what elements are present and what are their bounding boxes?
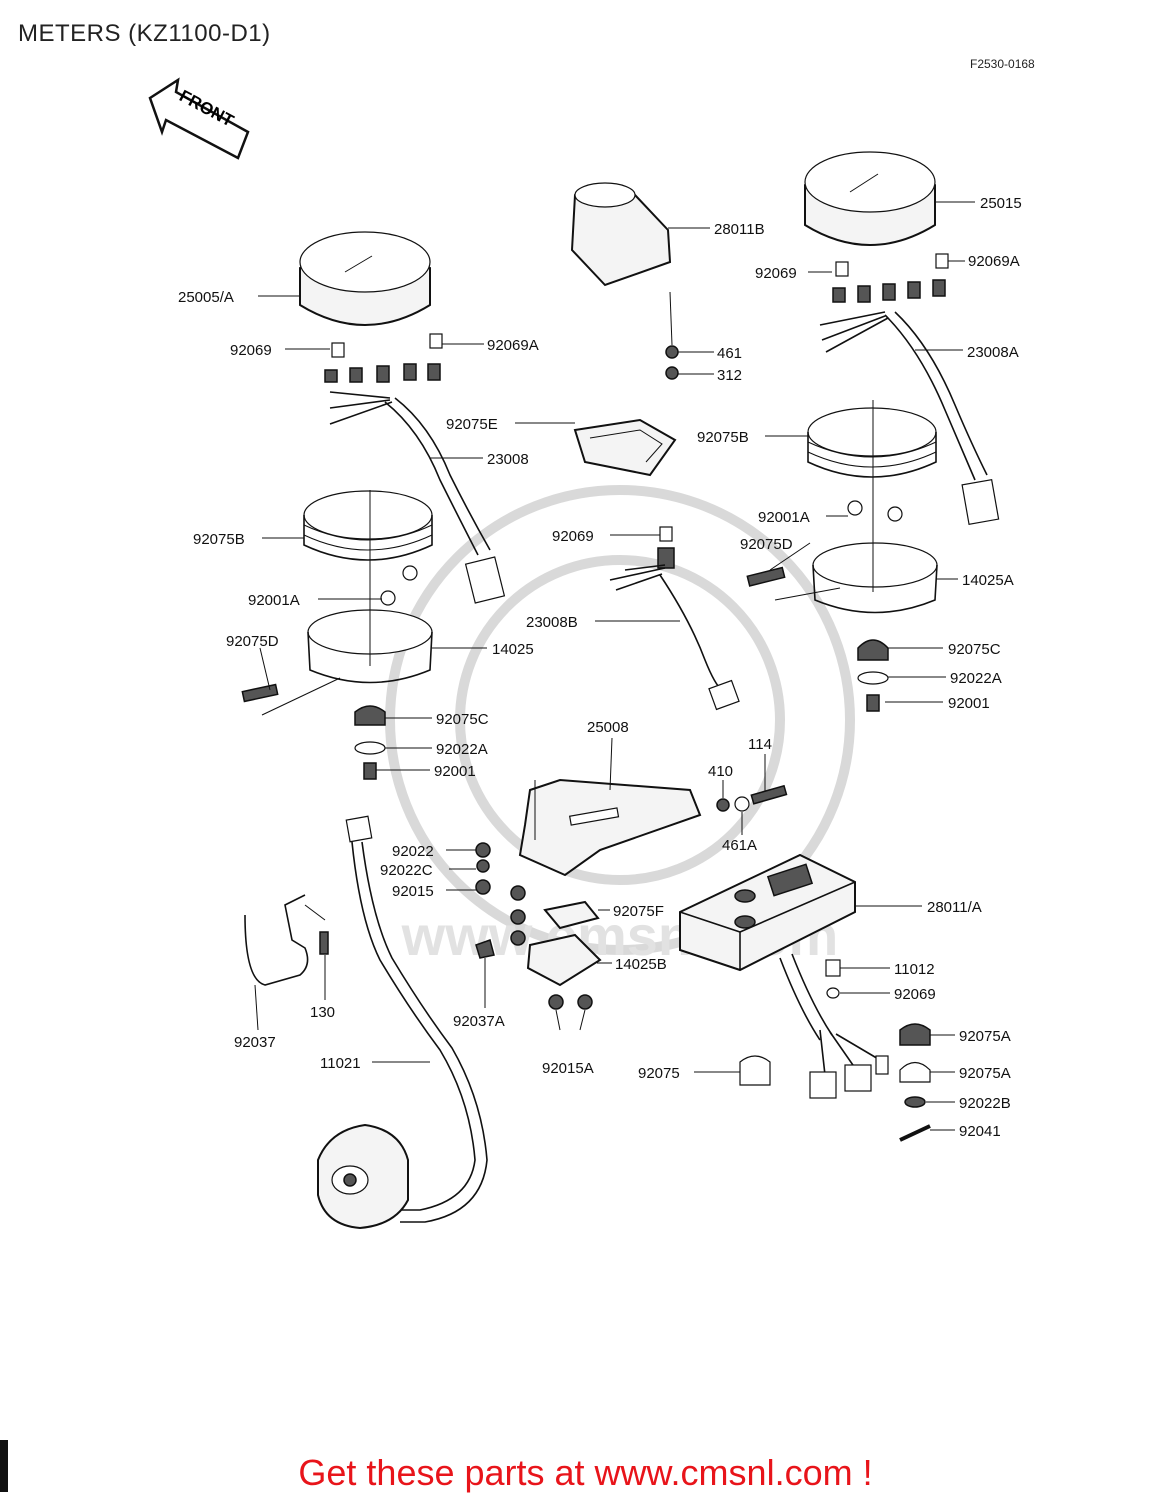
- part-label: 92069: [755, 265, 797, 282]
- part-label: 25015: [980, 195, 1022, 212]
- part-label: 28011/A: [927, 899, 982, 916]
- meter-case-left: [241, 490, 433, 780]
- front-arrow-icon: FRONT: [148, 77, 250, 160]
- part-label: 92022A: [950, 670, 1002, 687]
- part-label: 92069A: [487, 337, 539, 354]
- part-label: 92075: [638, 1065, 680, 1082]
- part-label: 92075A: [959, 1065, 1011, 1082]
- part-label: 92075C: [436, 711, 489, 728]
- part-label: 92069: [894, 986, 936, 1003]
- part-label: 23008A: [967, 344, 1019, 361]
- part-labels: 28011B 25015 92069 92069A 25005/A 92069 …: [178, 195, 1022, 1140]
- part-label: 92022B: [959, 1095, 1011, 1112]
- part-label: 92001A: [758, 509, 810, 526]
- part-label: 92022A: [436, 741, 488, 758]
- cable-11021: [317, 815, 488, 1230]
- meter-case-right: [746, 400, 938, 712]
- part-label: 92075E: [446, 416, 498, 433]
- part-label: 92069: [230, 342, 272, 359]
- cta-link[interactable]: Get these parts at www.cmsnl.com !: [298, 1452, 873, 1493]
- cover-28011B: [570, 182, 679, 380]
- part-label: 461: [717, 345, 742, 362]
- part-label: 23008: [487, 451, 529, 468]
- part-label: 92041: [959, 1123, 1001, 1140]
- edge-mark: [0, 1440, 8, 1492]
- part-label: 92022C: [380, 862, 433, 879]
- part-label: 28011B: [714, 221, 765, 238]
- harness-23008B: [609, 526, 740, 711]
- figure-code: F2530-0168: [970, 57, 1035, 71]
- meter-ring-right: [807, 407, 937, 478]
- meter-ring-left: [303, 490, 433, 561]
- indicator-housing: [679, 853, 889, 1099]
- part-label: 312: [717, 367, 742, 384]
- part-label: 25008: [587, 719, 629, 736]
- bracket-25008: [475, 778, 788, 946]
- part-label: 25005/A: [178, 289, 234, 306]
- part-label: 14025A: [962, 572, 1014, 589]
- part-label: 92075D: [740, 536, 793, 553]
- part-label: 92075C: [948, 641, 1001, 658]
- part-label: 92069: [552, 528, 594, 545]
- part-label: 410: [708, 763, 733, 780]
- part-label: 92037A: [453, 1013, 505, 1030]
- part-label: 92015A: [542, 1060, 594, 1077]
- part-label: 92001: [948, 695, 990, 712]
- part-label: 92075D: [226, 633, 279, 650]
- part-label: 23008B: [526, 614, 578, 631]
- part-label: 92037: [234, 1034, 276, 1051]
- page-title: METERS (KZ1100-D1): [18, 20, 271, 47]
- part-label: 92015: [392, 883, 434, 900]
- part-label: 130: [310, 1004, 335, 1021]
- part-label: 92075B: [697, 429, 749, 446]
- part-label: 11021: [320, 1055, 361, 1072]
- plate-14025B: [475, 900, 602, 1010]
- part-label: 461A: [722, 837, 757, 854]
- part-label: 92001A: [248, 592, 300, 609]
- part-label: 114: [748, 736, 772, 753]
- part-label: 92069A: [968, 253, 1020, 270]
- part-label: 14025: [492, 641, 534, 658]
- tachometer-right: [804, 151, 1000, 525]
- part-label: 11012: [894, 961, 935, 978]
- part-label: 92075B: [193, 531, 245, 548]
- speedometer-left: [299, 231, 506, 604]
- part-label: 14025B: [615, 956, 667, 973]
- hardware-right: [739, 959, 931, 1142]
- part-label: 92001: [434, 763, 476, 780]
- part-label: 92022: [392, 843, 434, 860]
- parts-diagram: www.cmsnl.com FRONT: [148, 77, 1022, 1230]
- part-label: 92075F: [613, 903, 664, 920]
- part-label: 92075A: [959, 1028, 1011, 1045]
- leader-lines: [254, 201, 975, 1131]
- cushion-92075E: [573, 418, 677, 477]
- clamp-92037: [244, 894, 329, 986]
